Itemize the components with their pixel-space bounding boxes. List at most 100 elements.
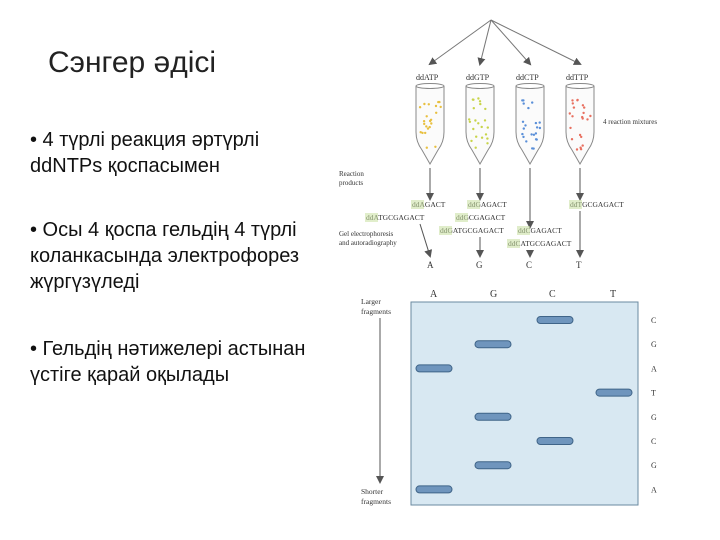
gel-label: and autoradiography xyxy=(339,239,397,247)
shorter-fragments-label: Shorter xyxy=(361,487,384,496)
gel-lane-header: T xyxy=(610,289,616,300)
lane-letter: C xyxy=(526,260,532,270)
tube-dot xyxy=(571,115,574,118)
tube-dot xyxy=(575,148,579,151)
read-base: G xyxy=(651,461,657,470)
tube-dot xyxy=(569,126,572,130)
read-base: G xyxy=(651,340,657,349)
larger-fragments-label: fragments xyxy=(361,307,391,316)
tube-dot xyxy=(581,117,584,120)
reaction-tube xyxy=(465,86,495,166)
tube-dot xyxy=(531,147,534,150)
bullet-point: • 4 түрлі реакция әртүрлі ddNTPs қоспасы… xyxy=(30,129,260,177)
product-fragment: ddCATGCGAGACT xyxy=(508,239,572,248)
read-base: C xyxy=(651,316,656,325)
tube-dot xyxy=(532,133,536,136)
tube-dot xyxy=(474,119,477,122)
tube-dot xyxy=(571,102,574,105)
tube-dot xyxy=(484,133,488,136)
tube-dot xyxy=(425,125,428,128)
gel-band xyxy=(415,364,453,373)
product-fragment: ddTGCGAGACT xyxy=(570,200,624,209)
reaction-tubes xyxy=(415,83,595,166)
tube-dot xyxy=(472,127,475,131)
tube-dot xyxy=(581,104,585,107)
tube-dot xyxy=(421,131,424,135)
tube-dot xyxy=(571,99,574,102)
tube-dot xyxy=(419,131,422,134)
tube-dot xyxy=(468,120,472,124)
tube-dot xyxy=(429,118,433,122)
tube-rim xyxy=(515,83,545,89)
gel-label: Gel electrophoresis xyxy=(339,230,394,238)
tube-dot xyxy=(477,97,480,100)
gel-band xyxy=(474,340,512,349)
tube-dot xyxy=(474,146,477,149)
tube-dot xyxy=(486,137,489,140)
tube-label: ddCTP xyxy=(516,73,539,82)
product-fragment: ddAGACT xyxy=(412,200,446,209)
lane-arrow-letters: A G C T xyxy=(427,260,582,270)
tube-dot xyxy=(527,106,530,110)
product-fragment: ddGATGCGAGACT xyxy=(440,226,504,235)
tube-dot xyxy=(427,103,430,106)
read-base: C xyxy=(651,437,656,446)
tube-dot xyxy=(478,100,482,103)
reaction-products-label: products xyxy=(339,179,363,187)
gel-band xyxy=(415,485,453,494)
gel-box xyxy=(410,301,639,506)
gel-band xyxy=(595,388,633,397)
product-arrows xyxy=(426,168,584,229)
shorter-fragments-label: fragments xyxy=(361,497,391,506)
product-fragment: ddGCGAGACT xyxy=(456,213,506,222)
tube-dot xyxy=(423,122,426,126)
tube-label: ddTTP xyxy=(566,73,589,82)
tube-dot xyxy=(530,133,533,136)
tube-dot xyxy=(586,118,589,121)
tube-dot xyxy=(424,131,427,135)
tube-dot xyxy=(522,99,525,102)
tube-label: ddGTP xyxy=(466,73,490,82)
tube-rim xyxy=(415,83,445,89)
tube-dot xyxy=(479,102,482,106)
lane-arrows xyxy=(419,211,584,258)
read-base: G xyxy=(651,413,657,422)
tube-dot xyxy=(581,144,584,147)
tube-dot xyxy=(435,111,438,115)
tube-dot xyxy=(480,125,483,129)
tube-dot xyxy=(521,132,524,136)
tube-dot xyxy=(434,145,437,148)
tube-dot xyxy=(589,114,592,118)
tube-dot xyxy=(439,105,442,109)
product-fragment: ddGAGACT xyxy=(468,200,507,209)
read-base: A xyxy=(651,485,657,494)
tube-dot xyxy=(425,146,428,149)
tube-dot xyxy=(438,100,441,104)
gel-lane-headers: A G C T xyxy=(430,289,616,300)
tube-dot xyxy=(522,127,525,130)
tube-dot xyxy=(434,104,438,108)
slide-title: Сэнгер әдісі xyxy=(48,46,217,79)
tube-dot xyxy=(525,140,528,143)
tube-dot xyxy=(422,120,426,123)
gel-bands xyxy=(415,316,633,494)
tube-dot xyxy=(531,101,534,104)
tube-dot xyxy=(486,126,489,129)
tube-dot xyxy=(570,138,574,141)
reaction-products: ddAGACT ddATGCGAGACT ddGAGACT ddGCGAGACT… xyxy=(366,200,624,248)
tube-dot xyxy=(426,127,430,130)
tube-dot xyxy=(534,121,538,125)
gel-band xyxy=(474,412,512,421)
gel-lane-header: G xyxy=(490,289,497,300)
tube-dot xyxy=(579,148,583,151)
lane-letter: T xyxy=(576,260,582,270)
tube-dot xyxy=(521,120,525,124)
dd-highlights xyxy=(365,200,582,248)
tube-dot xyxy=(430,122,433,125)
tube-dot xyxy=(425,115,428,118)
product-fragment: ddATGCGAGACT xyxy=(366,213,425,222)
tube-dot xyxy=(486,142,489,145)
read-base: A xyxy=(651,364,657,373)
